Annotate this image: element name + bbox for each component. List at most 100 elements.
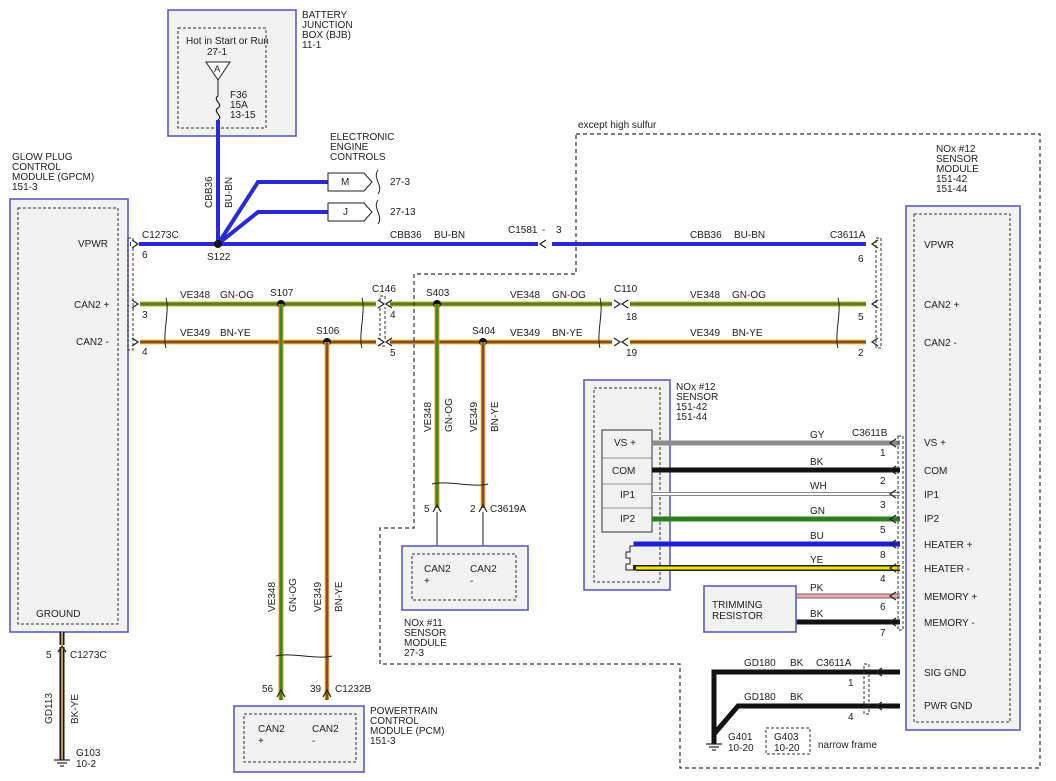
- svg-text:2: 2: [470, 504, 476, 515]
- svg-text:ENGINE: ENGINE: [330, 142, 369, 153]
- bjb-fuse-ref: 13-15: [230, 110, 256, 121]
- svg-text:CAN2 -: CAN2 -: [924, 338, 957, 349]
- svg-text:MODULE: MODULE: [936, 164, 979, 175]
- svg-text:NOx #11: NOx #11: [404, 618, 443, 629]
- bjb-title-ref: 11-1: [302, 40, 322, 51]
- svg-text:56: 56: [262, 684, 274, 695]
- bjb-title-1: BATTERY: [302, 10, 348, 21]
- bjb-hot-ref: 27-1: [207, 47, 227, 58]
- svg-text:IP2: IP2: [620, 514, 635, 525]
- svg-text:SENSOR: SENSOR: [676, 392, 718, 403]
- svg-text:2: 2: [858, 348, 864, 359]
- svg-text:CAN2: CAN2: [424, 564, 451, 575]
- svg-text:6: 6: [880, 602, 886, 613]
- svg-text:BK: BK: [790, 658, 804, 669]
- svg-text:GD113: GD113: [44, 693, 55, 724]
- svg-text:VE349: VE349: [313, 582, 324, 612]
- svg-text:MEMORY +: MEMORY +: [924, 592, 977, 603]
- svg-text:SENSOR: SENSOR: [936, 154, 978, 165]
- svg-text:GN-OG: GN-OG: [552, 290, 586, 301]
- heater-element-icon: [625, 545, 636, 571]
- svg-text:VE348: VE348: [690, 290, 720, 301]
- connector-m-icon: [327, 172, 373, 192]
- svg-text:VE349: VE349: [469, 402, 480, 432]
- svg-text:POWERTRAIN: POWERTRAIN: [370, 706, 438, 717]
- svg-text:narrow frame: narrow frame: [818, 740, 877, 751]
- svg-text:GLOW PLUG: GLOW PLUG: [12, 152, 73, 163]
- svg-text:C146: C146: [372, 284, 396, 295]
- svg-text:GN-OG: GN-OG: [444, 398, 455, 432]
- svg-text:+: +: [258, 736, 264, 747]
- battery-junction-box: Hot in Start or Run 27-1 A F36 15A 13-15…: [167, 9, 353, 137]
- svg-text:27-3: 27-3: [404, 648, 424, 659]
- svg-text:C1273C: C1273C: [70, 650, 107, 661]
- svg-text:IP2: IP2: [924, 514, 939, 525]
- svg-text:VPWR: VPWR: [924, 240, 954, 251]
- svg-text:27-13: 27-13: [390, 207, 416, 218]
- nox-11-sensor-module: CAN2 + CAN2 - NOx #11 SENSOR MODULE 27-3: [401, 545, 529, 659]
- svg-text:151-42: 151-42: [676, 402, 708, 413]
- bjb-title-2: JUNCTION: [302, 20, 353, 31]
- svg-text:GD180: GD180: [744, 692, 776, 703]
- svg-text:CONTROL: CONTROL: [370, 716, 419, 727]
- bjb-title-3: BOX (BJB): [302, 30, 351, 41]
- svg-text:SENSOR: SENSOR: [404, 628, 446, 639]
- svg-text:4: 4: [142, 347, 148, 358]
- svg-text:MODULE (PCM): MODULE (PCM): [370, 726, 444, 737]
- svg-text:27-3: 27-3: [390, 177, 410, 188]
- svg-text:G403: G403: [774, 732, 799, 743]
- trimming-resistor: TRIMMING RESISTOR: [703, 585, 797, 633]
- cbb36-vertical-label: CBB36: [204, 176, 215, 208]
- svg-text:GN-OG: GN-OG: [732, 290, 766, 301]
- svg-text:S404: S404: [472, 326, 496, 337]
- svg-text:-: -: [542, 225, 545, 236]
- svg-text:151-3: 151-3: [370, 736, 396, 747]
- svg-text:IP1: IP1: [620, 490, 635, 501]
- svg-text:5: 5: [390, 348, 396, 359]
- svg-text:2: 2: [880, 476, 886, 487]
- svg-text:CBB36: CBB36: [390, 230, 422, 241]
- svg-text:BN-YE: BN-YE: [490, 401, 501, 432]
- svg-text:G103: G103: [76, 748, 101, 759]
- svg-text:7: 7: [880, 628, 886, 639]
- svg-text:M: M: [341, 177, 349, 188]
- svg-text:VE348: VE348: [423, 402, 434, 432]
- svg-text:5: 5: [880, 525, 886, 536]
- ground-g401-icon: [706, 743, 722, 751]
- terminal-a-icon: [205, 61, 231, 81]
- svg-text:1: 1: [848, 678, 854, 689]
- except-high-sulfur-label: except high sulfur: [578, 120, 657, 131]
- svg-text:PK: PK: [810, 583, 824, 594]
- svg-text:4: 4: [390, 310, 396, 321]
- svg-text:BU: BU: [810, 531, 824, 542]
- svg-text:5: 5: [424, 504, 430, 515]
- svg-text:ELECTRONIC: ELECTRONIC: [330, 132, 394, 143]
- svg-text:VE349: VE349: [690, 328, 720, 339]
- svg-text:CAN2: CAN2: [470, 564, 497, 575]
- bu-bn-vertical-label: BU-BN: [224, 177, 235, 208]
- svg-text:VS +: VS +: [614, 438, 636, 449]
- svg-text:BN-YE: BN-YE: [732, 328, 763, 339]
- svg-text:S403: S403: [426, 288, 450, 299]
- svg-text:4: 4: [848, 712, 854, 723]
- svg-text:NOx #12: NOx #12: [676, 382, 716, 393]
- svg-text:1: 1: [880, 448, 886, 459]
- svg-text:YE: YE: [810, 555, 824, 566]
- svg-text:VS +: VS +: [924, 438, 946, 449]
- sig-gnd-wire: [711, 669, 900, 744]
- gpcm-pin-can2m: CAN2 -: [76, 337, 109, 348]
- svg-text:MEMORY -: MEMORY -: [924, 618, 975, 629]
- svg-text:10-20: 10-20: [774, 743, 800, 754]
- svg-text:BU-BN: BU-BN: [434, 230, 465, 241]
- svg-text:COM: COM: [924, 466, 947, 477]
- svg-text:HEATER +: HEATER +: [924, 540, 973, 551]
- bjb-terminal: A: [214, 64, 221, 75]
- svg-text:J: J: [343, 207, 348, 218]
- svg-text:-: -: [312, 736, 315, 747]
- fuse-icon: [215, 95, 221, 121]
- svg-text:10-20: 10-20: [728, 743, 754, 754]
- svg-text:S106: S106: [316, 326, 340, 337]
- svg-text:5: 5: [46, 650, 52, 661]
- svg-text:VE348: VE348: [510, 290, 540, 301]
